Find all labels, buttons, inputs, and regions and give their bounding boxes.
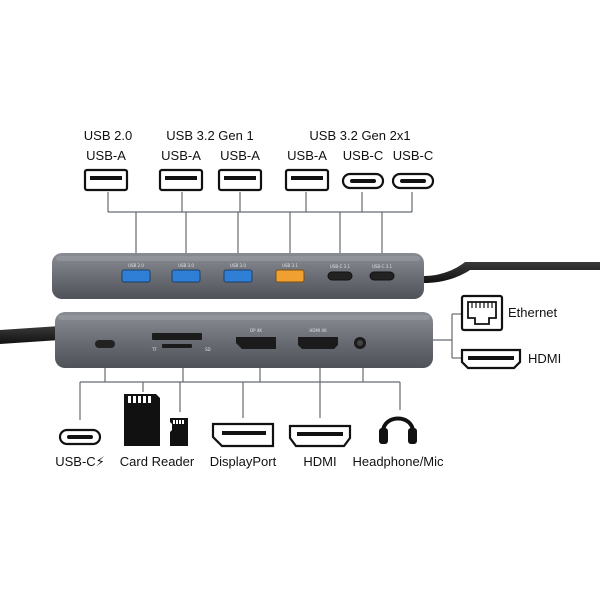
port-label-usb-a-2: USB-A [161,148,201,163]
port-label-hdmi-bottom: HDMI [303,454,337,469]
port-label-displayport: DisplayPort [209,454,277,469]
sd-card-icon [124,394,160,446]
usb-c-port-icon [341,172,385,190]
port-label-usb-c-2: USB-C [392,148,434,163]
port-label-usb-a-3: USB-A [220,148,260,163]
hdmi-port-icon [288,424,352,448]
port-label-usb-c-1: USB-C [342,148,384,163]
right-connector-lines [433,313,462,359]
print-usb-2: USB 3.0 [178,263,194,268]
hub-top-side: USB 2.0 USB 3.0 USB 3.0 USB 3.1 USB-C 3.… [52,253,600,299]
usb-a-port-icon [83,168,129,192]
print-usbc-1: USB-C 3.1 [330,264,351,269]
port-label-card-reader: Card Reader [119,454,195,469]
usb-a-port-icon [284,168,330,192]
microsd-card-icon [170,418,188,446]
print-usbc-2: USB-C 3.1 [372,264,393,269]
port-label-hdmi-right: HDMI [528,351,562,366]
displayport-icon [211,422,275,448]
print-hdmi: HDMI 4K [309,328,327,333]
hdmi-port-icon [460,348,522,370]
port-label-usb-c-pd: USB-C⚡ [55,454,105,469]
port-label-usb-a-1: USB-A [86,148,126,163]
group-label-usb32-gen1: USB 3.2 Gen 1 [166,128,254,143]
port-label-headphone-mic: Headphone/Mic [352,454,444,469]
group-label-usb32-gen2: USB 3.2 Gen 2x1 [309,128,411,143]
print-tf: TF [151,347,157,352]
group-label-usb2: USB 2.0 [83,128,133,143]
print-usb-1: USB 2.0 [128,263,144,268]
usb-c-port-icon [58,428,102,446]
usb-c-port-icon [391,172,435,190]
print-sd: SD [205,347,211,352]
print-usb-4: USB 3.1 [282,263,298,268]
print-dp: DP 4K [250,328,262,333]
usb-a-port-icon [217,168,263,192]
bottom-connector-lines [79,368,401,420]
port-label-usb-a-4: USB-A [287,148,327,163]
hub-front-side: DP 4K HDMI 4K TF SD [0,312,433,368]
ethernet-port-icon [460,294,504,332]
port-label-ethernet: Ethernet [508,305,558,320]
print-usb-3: USB 3.0 [230,263,246,268]
headphones-icon [379,416,417,444]
usb-a-port-icon [158,168,204,192]
